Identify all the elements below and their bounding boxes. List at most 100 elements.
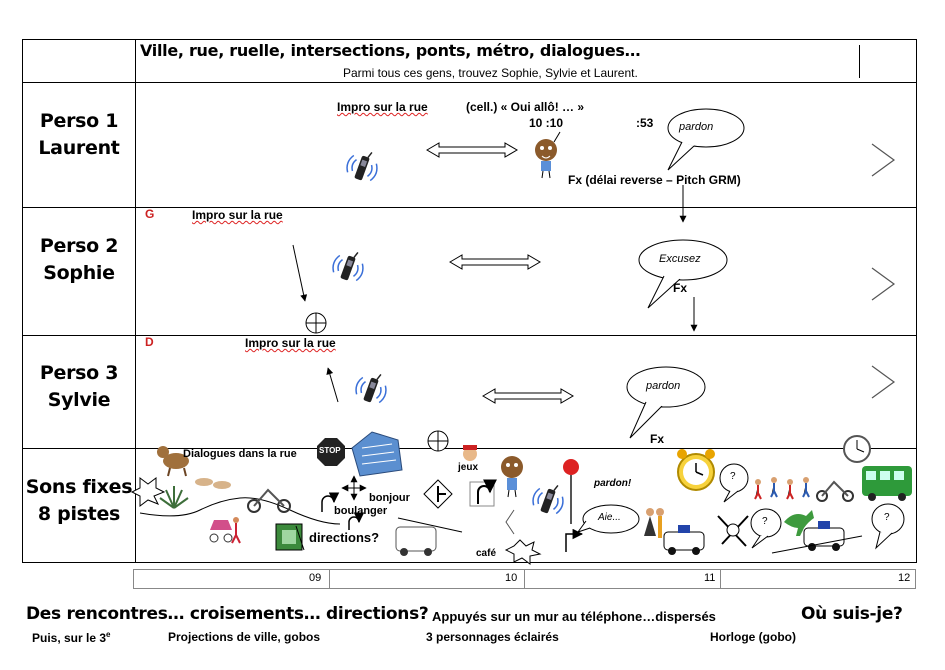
bonjour-label: bonjour	[369, 492, 410, 504]
timeline-divider	[524, 570, 525, 588]
boulanger-label: boulanger	[334, 505, 388, 517]
intersection-arrows-icon	[341, 475, 367, 501]
cell-dialogue-label: (cell.) « Oui allô! … »	[466, 100, 585, 114]
phone-icon	[343, 145, 384, 186]
building-icon	[351, 431, 403, 477]
cafe-label: café	[476, 548, 497, 559]
bubble-text: Excusez	[659, 253, 701, 265]
plant-icon	[159, 486, 189, 509]
phone-icon	[329, 245, 370, 286]
taxi-icon	[395, 526, 437, 556]
speech-bubble	[638, 239, 728, 309]
phone-icon	[352, 367, 393, 408]
arrow-up	[326, 367, 339, 403]
couple-icon	[644, 508, 664, 538]
impro-label: Impro sur la rue	[192, 208, 283, 222]
wall-clock-icon	[843, 435, 871, 463]
bubble-text: pardon	[679, 121, 714, 133]
chevron-icon	[505, 509, 515, 535]
walking-woman-icon	[231, 517, 241, 544]
time-marker: :53	[636, 116, 654, 130]
impro-label: Impro sur la rue	[245, 336, 336, 350]
pointer-line	[397, 517, 463, 533]
header-divider	[859, 45, 860, 78]
aie-label: Aie...	[598, 512, 621, 523]
grid-line	[22, 82, 917, 83]
time-marker: 10 :10	[529, 116, 564, 130]
arrow-down	[292, 244, 308, 302]
turn-arrow-icon	[565, 528, 584, 552]
stop-sign-label: STOP	[319, 446, 341, 455]
bread-shop-icon	[275, 523, 303, 551]
speech-bubble	[871, 503, 905, 550]
double-arrow-icon	[426, 142, 518, 158]
explosion-icon	[130, 477, 166, 507]
grid-line	[22, 207, 917, 208]
dinosaur-icon	[784, 510, 814, 536]
stop-sign-icon	[317, 438, 345, 466]
footer-title: Des rencontres… croisements… directions?	[26, 604, 429, 624]
footprints-icon	[195, 478, 231, 489]
question-mark: ?	[730, 471, 736, 482]
speech-bubble	[667, 108, 745, 171]
speech-bubble	[626, 366, 706, 439]
footer-line2-b: Projections de ville, gobos	[168, 630, 321, 644]
footer-line2-d: Horloge (gobo)	[710, 630, 796, 644]
double-arrow-icon	[482, 388, 574, 404]
crosshair-icon	[427, 430, 449, 452]
pointer-line	[771, 535, 863, 554]
scene-title: Ville, rue, ruelle, intersections, ponts…	[140, 41, 641, 60]
pardon-label: pardon!	[594, 478, 632, 489]
chevron-icon	[871, 143, 895, 177]
double-arrow-icon	[449, 254, 541, 270]
timeline-tick: 09	[309, 572, 322, 584]
question-mark: ?	[884, 512, 890, 523]
timeline-divider	[329, 570, 330, 588]
grid-line	[22, 562, 917, 563]
timeline-tick: 10	[505, 572, 518, 584]
police-car-icon	[663, 525, 705, 555]
speech-bubble	[750, 508, 782, 549]
dog-icon	[157, 446, 189, 477]
motorcycle-icon	[816, 480, 854, 502]
directions-label: directions?	[309, 530, 380, 545]
stroller-icon	[209, 520, 233, 543]
footer-line2-c: 3 personnages éclairés	[426, 630, 559, 644]
scene-subtitle: Parmi tous ces gens, trouvez Sophie, Syl…	[343, 66, 638, 80]
impro-label: Impro sur la rue	[337, 100, 428, 114]
road-sign-icon	[423, 479, 453, 509]
chevron-icon	[871, 365, 895, 399]
grid-line	[916, 39, 917, 563]
bus-icon	[862, 466, 912, 501]
road-line	[139, 497, 341, 525]
grid-line	[135, 39, 136, 563]
timeline-divider	[720, 570, 721, 588]
marker-g: G	[145, 207, 155, 221]
question-mark: ?	[762, 516, 768, 527]
dialogues-label: Dialogues dans la rue	[183, 448, 297, 460]
phone-icon	[529, 478, 570, 519]
burst-icon	[504, 539, 542, 565]
bubble-text: pardon	[646, 380, 681, 392]
timeline-tick: 12	[898, 572, 911, 584]
crowd-icon	[754, 477, 810, 500]
chevron-icon	[871, 267, 895, 301]
fx-label: Fx (délai reverse – Pitch GRM)	[568, 173, 741, 187]
pointer-line	[295, 525, 305, 551]
grid-line	[22, 335, 917, 336]
marker-d: D	[145, 335, 154, 349]
turn-arrow-icon	[469, 479, 497, 507]
footer-question: Où suis-je?	[801, 604, 903, 624]
broken-clock-icon	[717, 515, 749, 547]
timeline-bar: 09 10 11 12	[133, 569, 916, 589]
footer-line2-a: Puis, sur le 3e	[32, 630, 111, 645]
jeux-label: jeux	[458, 462, 479, 473]
speech-bubble	[576, 504, 640, 534]
footer-note: Appuyés sur un mur au téléphone…dispersé…	[432, 609, 716, 624]
turn-arrow-icon	[321, 492, 365, 530]
motorcycle-icon	[247, 488, 291, 513]
